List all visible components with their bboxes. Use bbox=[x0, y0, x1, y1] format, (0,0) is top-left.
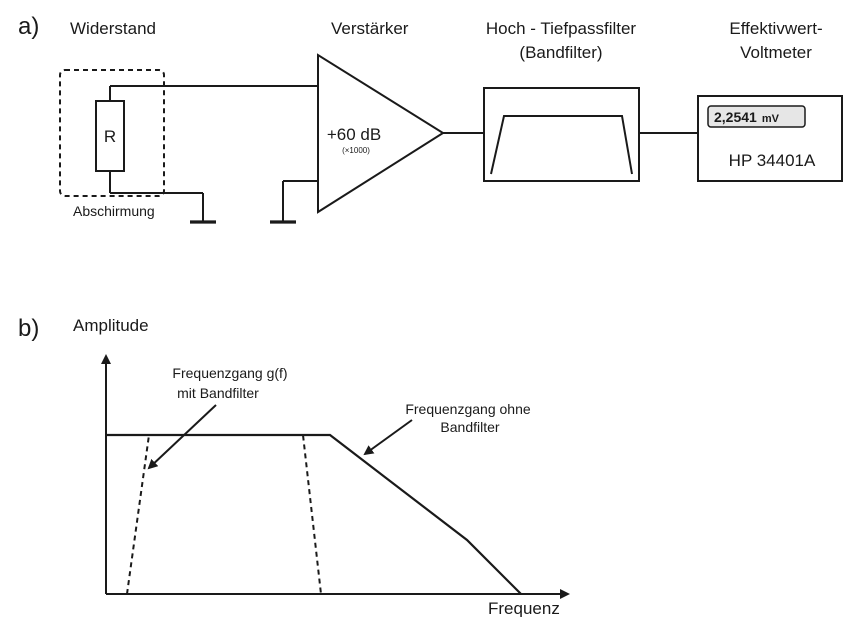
part-b-label: b) bbox=[18, 315, 39, 342]
filter-title-line1: Hoch - Tiefpassfilter bbox=[486, 19, 637, 38]
amplifier-title: Verstärker bbox=[331, 19, 409, 38]
response-without-filter bbox=[106, 433, 522, 595]
voltmeter-model: HP 34401A bbox=[729, 151, 816, 170]
filter-passband-icon bbox=[490, 115, 633, 175]
shield-label: Abschirmung bbox=[73, 203, 155, 219]
part-a-label: a) bbox=[18, 13, 39, 40]
annotation-filter-line2: mit Bandfilter bbox=[177, 385, 259, 401]
filter-box bbox=[483, 87, 640, 182]
annotation-filter-arrow bbox=[147, 404, 217, 470]
voltmeter-box bbox=[697, 95, 843, 182]
annotation-filter-line1: Frequenzgang g(f) bbox=[172, 365, 287, 381]
amplifier-gain: +60 dB bbox=[327, 125, 381, 144]
shield-box bbox=[59, 69, 165, 197]
resistor-title: Widerstand bbox=[70, 19, 156, 38]
annotation-nofilter-line2: Bandfilter bbox=[440, 419, 499, 435]
voltmeter-title-line1: Effektivwert- bbox=[729, 19, 822, 38]
amplifier-gain-factor: (×1000) bbox=[342, 146, 370, 155]
voltmeter-reading-value: 2,2541 bbox=[714, 109, 757, 125]
voltmeter-reading-unit: mV bbox=[762, 113, 780, 125]
resistor-symbol: R bbox=[104, 127, 116, 146]
voltmeter-reading: 2,2541 mV bbox=[714, 109, 780, 125]
y-axis-label: Amplitude bbox=[73, 316, 149, 335]
x-axis-label: Frequenz bbox=[488, 599, 560, 617]
annotation-nofilter-arrow bbox=[363, 419, 413, 456]
filter-title-line2: (Bandfilter) bbox=[519, 43, 602, 62]
annotation-nofilter-line1: Frequenzgang ohne bbox=[405, 401, 531, 417]
voltmeter-title-line2: Voltmeter bbox=[740, 43, 812, 62]
voltmeter-display bbox=[707, 105, 806, 128]
amplifier-triangle bbox=[317, 53, 445, 214]
response-with-filter bbox=[126, 434, 322, 595]
